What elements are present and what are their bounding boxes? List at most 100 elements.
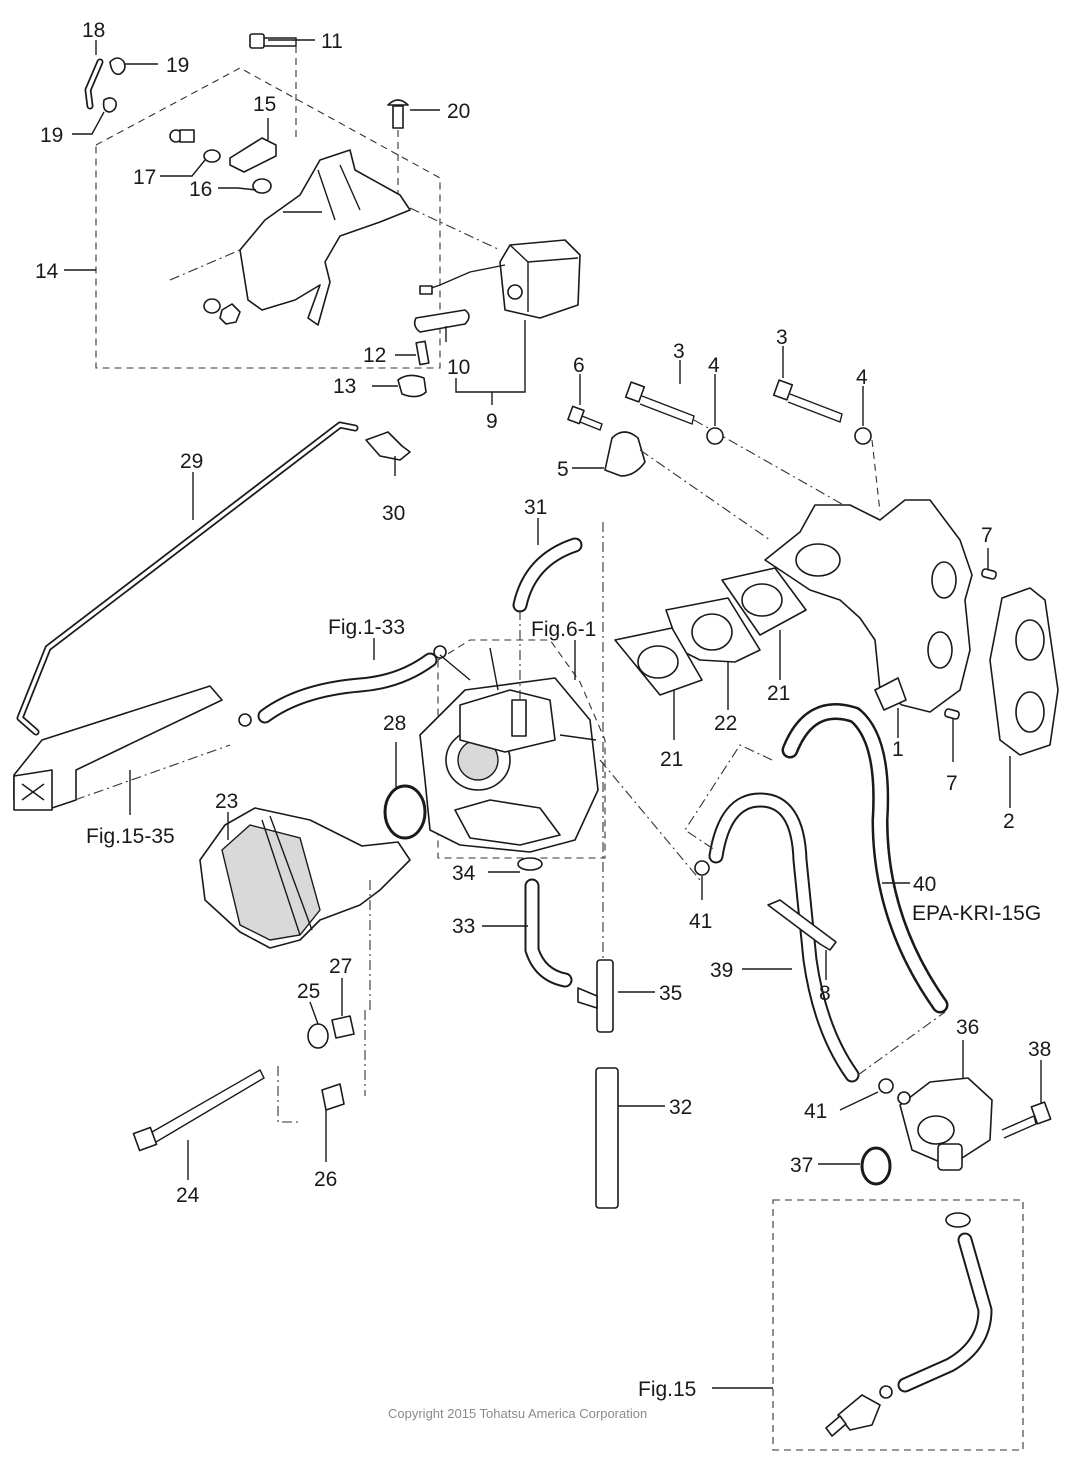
callout-27: 27	[329, 955, 352, 978]
callout-11: 11	[321, 30, 343, 53]
dowel-part-7-upper	[981, 568, 997, 580]
fuel-hose-part-40	[781, 703, 949, 1014]
clip-part-30	[365, 431, 411, 461]
hose-clip-left	[238, 713, 252, 727]
screw-part-11	[249, 33, 297, 140]
callout-31: 31	[524, 496, 547, 519]
callout-7-upper: 7	[981, 524, 993, 547]
callout-34: 34	[452, 862, 476, 885]
primer-hose-fig15	[825, 1212, 993, 1437]
callout-21-left: 21	[660, 748, 683, 771]
lever-part-13	[397, 374, 427, 398]
screw-part-20	[387, 99, 409, 205]
callout-5: 5	[557, 458, 569, 481]
fuel-hose-part-39	[708, 792, 860, 1083]
collar-part-27	[331, 1015, 355, 1039]
callout-35: 35	[659, 982, 682, 1005]
clip-part-41-upper	[694, 860, 710, 876]
fig15-boundary	[772, 1199, 1024, 1451]
bolt-part-17	[169, 129, 221, 163]
washer-part-4-right	[854, 427, 872, 445]
callout-fig15: Fig.15	[638, 1378, 696, 1401]
callout-38: 38	[1028, 1038, 1051, 1061]
callout-13: 13	[333, 375, 356, 398]
washer-part-4-left	[706, 427, 724, 445]
hose-clip-right	[433, 645, 447, 659]
callout-2: 2	[1003, 810, 1015, 833]
callout-8: 8	[819, 982, 831, 1005]
bolt-part-24	[132, 1069, 265, 1152]
breather-hose-fig1-33	[257, 652, 438, 724]
hose-part-31	[512, 537, 583, 613]
callout-7-lower: 7	[946, 772, 958, 795]
callout-epa-kri-15g: EPA-KRI-15G	[912, 902, 1041, 925]
callout-33: 33	[452, 915, 475, 938]
callout-4-left: 4	[708, 354, 720, 377]
callout-3-right: 3	[776, 326, 788, 349]
callout-12: 12	[363, 344, 386, 367]
callout-14: 14	[35, 260, 59, 283]
callout-22: 22	[714, 712, 737, 735]
nut-left	[203, 298, 221, 314]
callout-20: 20	[447, 100, 470, 123]
fuel-pump-part-36	[897, 1077, 993, 1171]
washer-part-25	[307, 1023, 329, 1049]
spacer-22-hole	[691, 613, 733, 651]
clip-part-19-upper	[109, 57, 126, 76]
bolt-part-3-left	[624, 381, 871, 521]
callout-9: 9	[486, 410, 498, 433]
callout-25: 25	[297, 980, 320, 1003]
clip-part-41-lower	[878, 1078, 894, 1094]
o-ring-part-37	[860, 1146, 892, 1186]
callout-30: 30	[382, 502, 405, 525]
o-ring-part-28	[383, 784, 427, 840]
gasket-2-hole-upper	[1015, 619, 1045, 661]
pin-part-12	[415, 340, 430, 366]
callout-24: 24	[176, 1184, 200, 1207]
callout-15: 15	[253, 93, 276, 116]
clip-part-19-lower	[102, 97, 117, 113]
gasket-21-hole	[741, 583, 783, 617]
manifold-port-side-2	[927, 631, 953, 669]
callout-37: 37	[790, 1154, 813, 1177]
callout-32: 32	[669, 1096, 692, 1119]
callout-18: 18	[82, 19, 105, 42]
gasket-2-hole-lower	[1015, 691, 1045, 733]
plunger-part-10	[413, 309, 470, 333]
callout-41-upper: 41	[689, 910, 712, 933]
cable-tie-part-8	[767, 899, 837, 951]
clip-part-34	[517, 857, 543, 871]
callout-40: 40	[913, 873, 936, 896]
carburetor-boundary	[437, 639, 606, 859]
manifold-port	[795, 543, 841, 577]
bolt-part-3-right	[772, 379, 843, 423]
callout-23: 23	[215, 790, 238, 813]
bolt-part-38	[1001, 1101, 1052, 1139]
throttle-bracket-plate	[239, 149, 411, 326]
callout-fig6-1: Fig.6-1	[531, 618, 596, 641]
assembly-14-boundary	[95, 67, 441, 369]
copyright-notice: Copyright 2015 Tohatsu America Corporati…	[388, 1406, 647, 1421]
drain-tube-part-32	[595, 1067, 619, 1209]
grommet-part-26	[321, 1083, 345, 1111]
carburetor-fig6-1	[419, 647, 599, 853]
callout-10: 10	[447, 356, 470, 379]
dowel-part-7-lower	[944, 708, 960, 720]
callout-19-lower: 19	[40, 124, 63, 147]
callout-4-right: 4	[856, 366, 868, 389]
washer-part-16	[252, 178, 272, 194]
choke-solenoid-part-9	[419, 239, 581, 319]
gasket-21l-hole	[637, 645, 679, 679]
callout-41-lower: 41	[804, 1100, 827, 1123]
nut-right	[219, 303, 241, 325]
callout-29: 29	[180, 450, 203, 473]
manifold-nipple	[874, 677, 907, 711]
callout-1: 1	[892, 738, 904, 761]
callout-fig1-33: Fig.1-33	[328, 616, 405, 639]
tee-fitting-part-35	[577, 959, 614, 1033]
bolt-part-6	[567, 405, 603, 431]
manifold-port-side-1	[931, 561, 957, 599]
callout-19-upper: 19	[166, 54, 189, 77]
callout-labels: 18 19 19 11 20 15 17 16 14 12 10 13 9 6 …	[35, 19, 1051, 1401]
